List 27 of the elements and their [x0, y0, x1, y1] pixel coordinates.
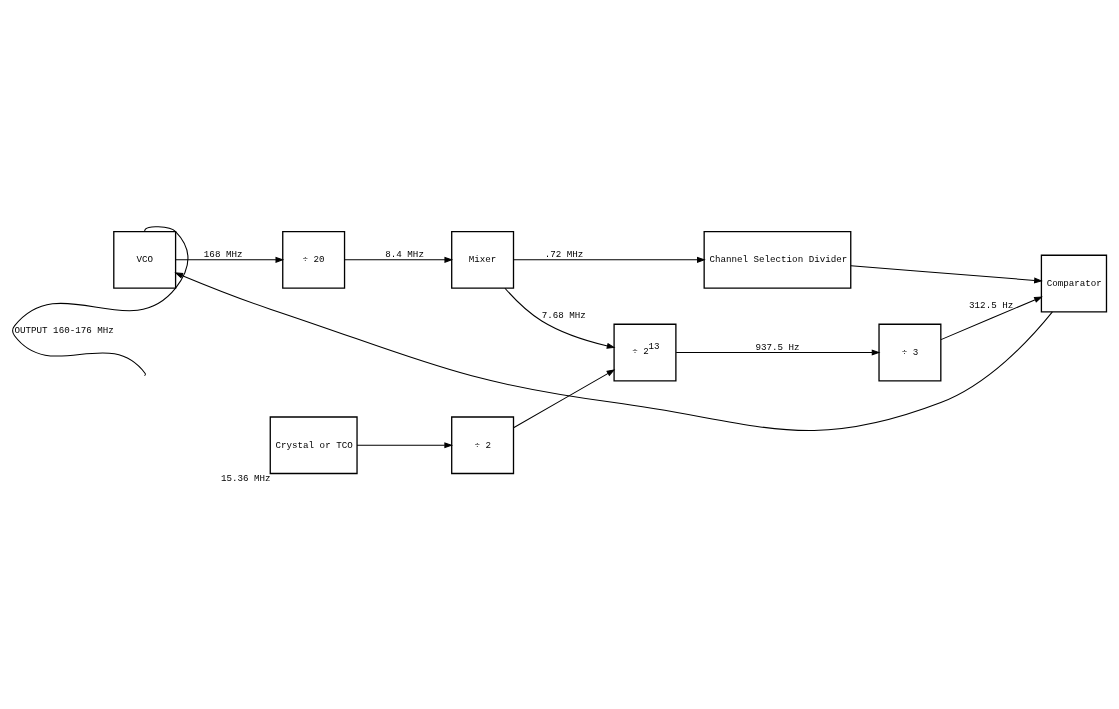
node-box: ÷ 3 — [878, 323, 942, 381]
arrow — [504, 287, 616, 349]
edge-label: 168 MHz — [203, 248, 243, 260]
node-box: ÷ 20 — [282, 230, 346, 289]
edge-label: .72 MHz — [544, 248, 584, 260]
connector — [12, 225, 189, 376]
node-box: Crystal or TCO — [269, 415, 358, 474]
arrow — [175, 256, 285, 263]
node-box: Mixer — [451, 230, 515, 289]
arrow — [513, 256, 706, 263]
arrow — [174, 271, 1053, 431]
arrow — [940, 295, 1043, 340]
arrow — [344, 256, 454, 263]
arrow — [850, 264, 1043, 283]
arrow — [513, 368, 616, 428]
edge-label: OUTPUT 160-176 MHz — [14, 324, 114, 336]
node-box: VCO — [113, 230, 177, 289]
node-label: 15.36 MHz — [220, 472, 271, 484]
edge-label: 937.5 Hz — [755, 341, 800, 353]
edge-label: 8.4 MHz — [385, 248, 424, 260]
edge-label: 7.68 MHz — [541, 309, 586, 321]
arrow — [675, 349, 881, 356]
edge-label: 312.5 Hz — [969, 299, 1014, 311]
node-box: Channel Selection Divider — [703, 230, 852, 289]
node-box: ÷ 2 — [451, 415, 515, 474]
node-box: Comparator — [1040, 254, 1108, 312]
arrow — [356, 441, 454, 448]
